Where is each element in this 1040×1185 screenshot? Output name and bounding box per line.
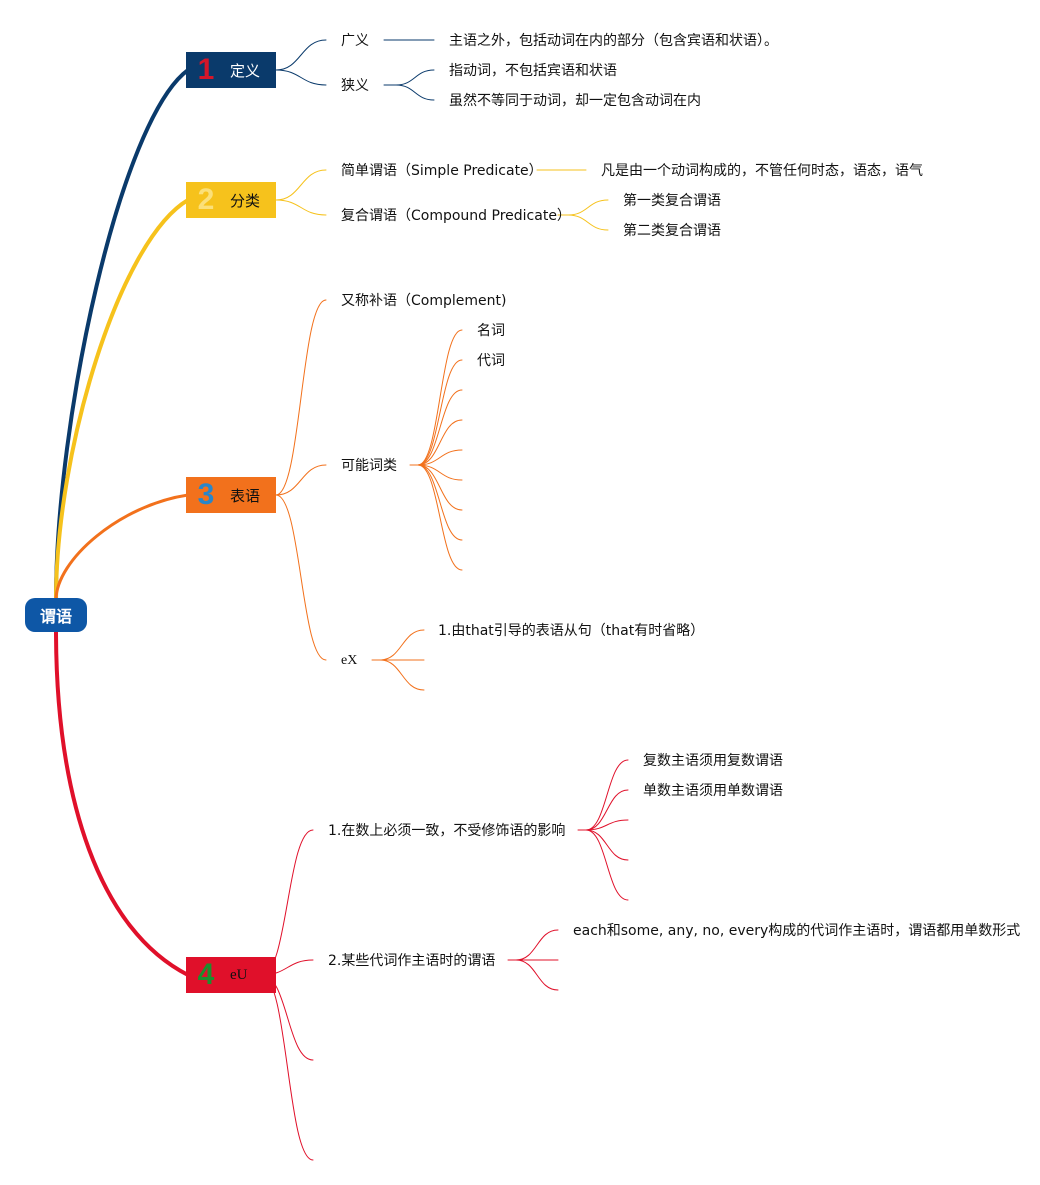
connector [275, 299, 327, 496]
topic-ex[interactable]: eX [341, 653, 358, 668]
connector [585, 829, 629, 861]
trunk-line-3 [54, 493, 190, 602]
branch-number: 3 [197, 478, 215, 511]
connector [417, 329, 463, 466]
topic-that-clause[interactable]: 1.由that引导的表语从句（that有时省略） [438, 623, 705, 639]
connector [567, 214, 609, 231]
connector [261, 974, 314, 1161]
trunk-line-4 [54, 628, 190, 977]
topic-noun[interactable]: 名词 [477, 323, 505, 339]
connector [417, 464, 463, 511]
branch-node-predicative[interactable]: 3 表语 [186, 477, 276, 513]
topic-compound-predicate[interactable]: 复合谓语（Compound Predicate） [341, 208, 571, 224]
topic-simple-predicate-detail[interactable]: 凡是由一个动词构成的，不管任何时态，语态，语气 [601, 163, 923, 179]
connector [395, 69, 435, 86]
branch-label: eU [230, 966, 248, 983]
connector [417, 419, 463, 466]
topic-singular-subject[interactable]: 单数主语须用单数谓语 [643, 783, 783, 799]
connector [275, 494, 327, 661]
root-node[interactable]: 谓语 [25, 598, 87, 632]
trunk-line-1 [54, 68, 190, 602]
sub-branch-lines [261, 39, 629, 1161]
topic-each-some-any[interactable]: each和some, any, no, every构成的代词作主语时，谓语都用单… [573, 923, 1021, 939]
topic-possible-word-classes[interactable]: 可能词类 [341, 458, 397, 474]
branch-number: 1 [197, 53, 215, 86]
connector [567, 199, 609, 216]
connector [515, 929, 559, 961]
branch-node-classification[interactable]: 2 分类 [186, 182, 276, 218]
main-branch-lines [54, 68, 190, 977]
connector [395, 84, 435, 101]
connector [585, 789, 629, 831]
branch-node-agreement[interactable]: 4 eU [186, 957, 276, 993]
connector [417, 464, 463, 541]
topic-broad-sense[interactable]: 广义 [341, 33, 369, 49]
connector [275, 69, 327, 86]
connector [585, 759, 629, 831]
topic-narrow-sense[interactable]: 狭义 [341, 78, 369, 94]
connector [515, 959, 559, 991]
topic-broad-sense-detail[interactable]: 主语之外，包括动词在内的部分（包含宾语和状语）。 [449, 33, 778, 49]
root-label: 谓语 [39, 607, 72, 626]
branch-label: 定义 [230, 61, 261, 80]
connector [275, 464, 327, 496]
topic-pronoun-subjects[interactable]: 2.某些代词作主语时的谓语 [328, 953, 496, 969]
branch-label: 表语 [230, 486, 261, 505]
branch-label: 分类 [230, 191, 261, 210]
topic-narrow-detail-2[interactable]: 虽然不等同于动词，却一定包含动词在内 [449, 93, 701, 109]
connector [417, 389, 463, 466]
connector [417, 464, 463, 571]
connector [379, 629, 425, 661]
connector [417, 359, 463, 466]
connector [275, 169, 327, 201]
topic-complement[interactable]: 又称补语（Complement) [341, 293, 507, 309]
topic-pronoun[interactable]: 代词 [477, 353, 505, 369]
connector [261, 829, 314, 976]
topic-compound-type-1[interactable]: 第一类复合谓语 [623, 193, 721, 209]
branch-number: 2 [197, 183, 215, 216]
branch-number: 4 [197, 958, 215, 991]
topic-compound-type-2[interactable]: 第二类复合谓语 [623, 223, 721, 239]
connector [379, 659, 425, 691]
topic-simple-predicate[interactable]: 简单谓语（Simple Predicate） [341, 163, 543, 179]
connector [275, 199, 327, 216]
connector [275, 39, 327, 71]
topic-plural-subject[interactable]: 复数主语须用复数谓语 [643, 753, 783, 769]
topic-number-agreement[interactable]: 1.在数上必须一致，不受修饰语的影响 [328, 823, 566, 839]
topic-narrow-detail-1[interactable]: 指动词，不包括宾语和状语 [449, 63, 617, 79]
connector [585, 819, 629, 831]
connector [417, 449, 463, 466]
trunk-line-2 [54, 198, 190, 602]
connector [585, 829, 629, 901]
branch-node-definition[interactable]: 1 定义 [186, 52, 276, 88]
